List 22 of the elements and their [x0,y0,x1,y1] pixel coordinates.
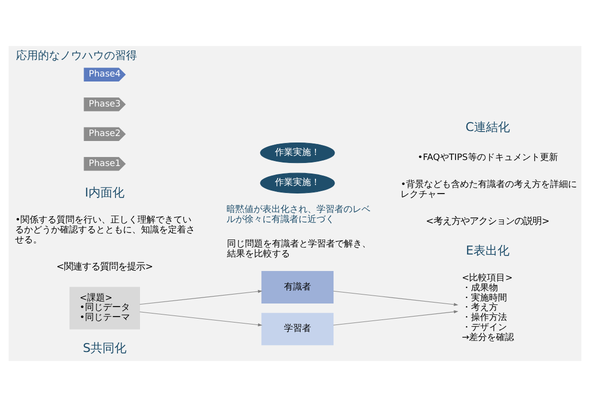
label: I内面化 [84,185,125,200]
node-box: 学習者 [261,312,334,345]
node-ellipse: 作業実施！ [260,142,335,163]
arrow [333,310,458,325]
label: E表出化 [466,242,510,257]
label: C連結化 [466,120,510,134]
node-ellipse: 作業実施！ [260,172,335,193]
diagram-title: 応用的なノウハウの習得 [16,48,138,62]
arrow [140,311,262,326]
label: 同じ問題を有識者と学習者で解き、結果を比較する [226,238,371,259]
label: •関係する質問を行い、正しく理解できているかどうか確認するとともに、知識を定着させる。 [15,215,196,245]
arrow [333,290,458,306]
label: •FAQやTIPS等のドキュメント更新 [418,152,558,162]
label: •背景なども含めた有識者の考え方を詳細にレクチャー [400,179,577,200]
node-text: <比較項目> ・成果物 ・実施時間 ・考え方 ・操作方法 ・デザイン →差分を確認 [462,272,514,342]
node-box: <課題> •同じデータ •同じテーマ [70,286,140,329]
label: S共同化 [82,340,127,354]
arrow [140,289,262,304]
label: <考え方やアクションの説明> [426,215,550,226]
label: <関連する質問を提示> [56,261,154,272]
node-box: 有識者 [261,270,334,303]
label: 暗黙値が表出化され、学習者のレベルが徐々に有識者に近づく [226,204,371,225]
